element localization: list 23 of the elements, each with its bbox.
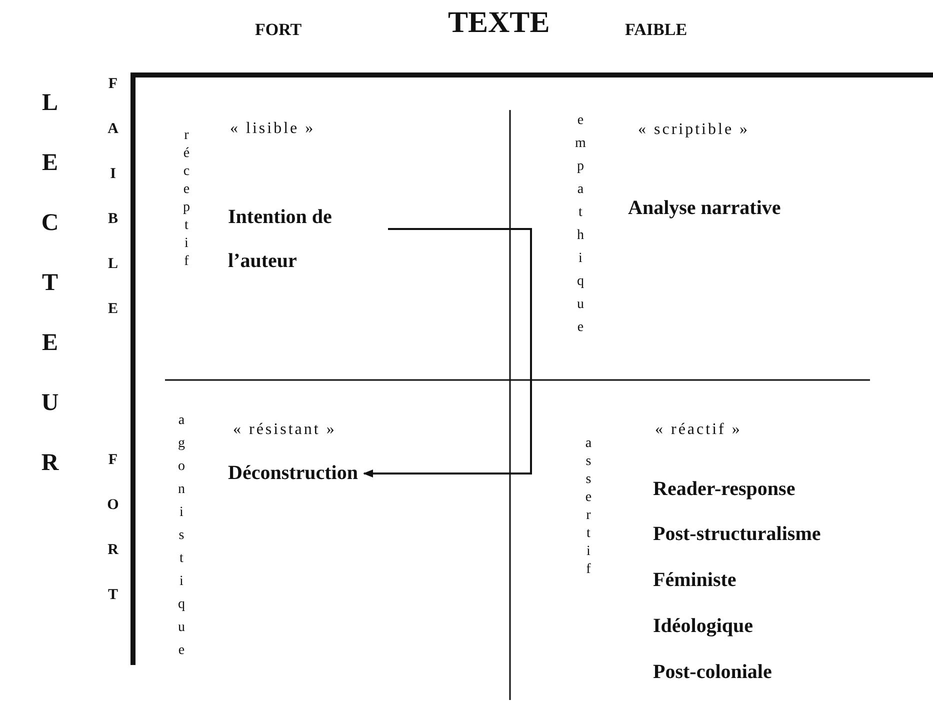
vertical-label: empathique: [572, 113, 588, 343]
axis-label: FORT: [255, 20, 302, 40]
quadrant-title: « résistant »: [233, 421, 336, 439]
vertical-label: agonistique: [173, 413, 189, 666]
list-item: Reader-response: [653, 478, 796, 501]
quadrant-title: « réactif »: [655, 421, 742, 439]
axis-label: FORT: [104, 452, 121, 632]
concept-text: Déconstruction: [228, 462, 358, 485]
axis-title: LECTEUR: [36, 90, 63, 510]
vertical-label: assertif: [580, 436, 596, 580]
arrow: [362, 228, 532, 478]
list-item: Post-structuralisme: [653, 523, 821, 546]
axis-label: FAIBLE: [625, 20, 688, 40]
list-item: Post-coloniale: [653, 661, 772, 684]
vertical-label: réceptif: [178, 128, 194, 272]
quadrant-text: Analyse narrative: [628, 197, 781, 220]
list-item: Idéologique: [653, 615, 754, 638]
title: TEXTE: [448, 6, 550, 40]
axis-label: FAIBLE: [104, 76, 121, 346]
list-item: Féministe: [653, 569, 736, 592]
quadrant-title: « scriptible »: [638, 121, 750, 139]
quadrant-title: « lisible »: [230, 120, 316, 138]
concept-text: Intention de l’auteur: [228, 195, 388, 283]
